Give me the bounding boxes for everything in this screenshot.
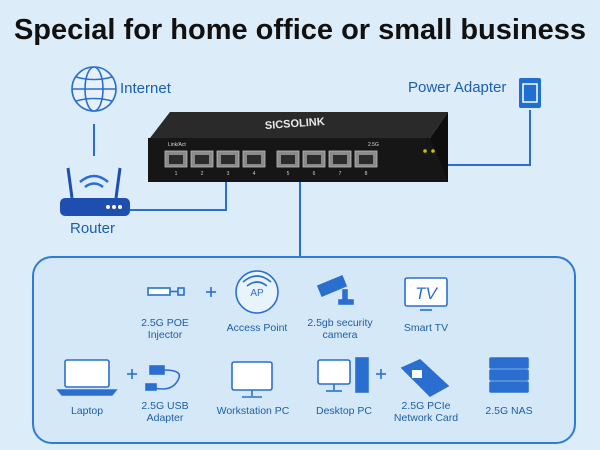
access-point-icon-text: AP (250, 288, 264, 299)
devices-panel (32, 256, 576, 444)
nas-icon (489, 357, 529, 393)
poe-injector-icon (147, 287, 185, 296)
smart-tv-icon (404, 277, 448, 311)
port-numbers: 1 2 3 4 5 6 7 8 (175, 171, 368, 177)
network-switch (148, 112, 448, 182)
workstation-pc-label: Workstation PC (216, 405, 290, 417)
access-point-icon (235, 270, 279, 314)
port-socket (169, 155, 183, 164)
workstation-pc-icon (231, 361, 273, 398)
port-number: 8 (365, 171, 368, 177)
pcie-card-label: 2.5G PCIe Network Card (393, 400, 459, 424)
poe-injector-label: 2.5G POE Injector (141, 317, 189, 341)
page-title: Special for home office or small busines… (13, 14, 587, 46)
internet-globe-icon (71, 66, 117, 112)
usb-adapter-label: 2.5G USB Adapter (141, 400, 189, 424)
switch-brand: SICSOLINK (264, 116, 325, 132)
plus-icon (376, 369, 386, 379)
switch-speed: 2.5G (368, 142, 379, 148)
status-led (423, 149, 427, 153)
power-line (446, 110, 531, 166)
connection-lines (93, 110, 531, 256)
port-socket (281, 155, 295, 164)
desktop-pc-label: Desktop PC (315, 405, 373, 417)
power-adapter-label: Power Adapter (408, 79, 507, 96)
port-number: 2 (201, 171, 204, 177)
port-socket (307, 155, 321, 164)
router-label: Router (70, 220, 116, 237)
router-switch-line (128, 176, 227, 211)
port-socket (247, 155, 261, 164)
port-socket (333, 155, 347, 164)
port-number: 3 (227, 171, 230, 177)
nas-label: 2.5G NAS (485, 405, 533, 417)
security-camera-icon (316, 274, 354, 305)
port-socket (195, 155, 209, 164)
security-camera-label: 2.5gb security camera (307, 317, 373, 341)
access-point-label: Access Point (226, 322, 288, 334)
smart-tv-icon-text: TV (415, 284, 438, 303)
laptop-label: Laptop (70, 405, 104, 417)
switch-ports (164, 150, 378, 168)
smart-tv-label: Smart TV (403, 322, 449, 334)
desktop-pc-icon (317, 357, 369, 393)
port-number: 7 (339, 171, 342, 177)
port-number: 6 (313, 171, 316, 177)
port-number: 5 (287, 171, 290, 177)
switch-top (150, 112, 448, 138)
laptop-icon (56, 359, 118, 396)
status-led (431, 149, 435, 153)
port-socket (359, 155, 373, 164)
internet-label: Internet (120, 80, 171, 97)
port-socket (221, 155, 235, 164)
port-header: Link/Act (168, 142, 186, 148)
port-number: 1 (175, 171, 178, 177)
power-adapter-icon (519, 78, 541, 108)
port-number: 4 (253, 171, 256, 177)
router-icon (60, 167, 130, 216)
plus-icon (127, 369, 137, 379)
usb-adapter-icon (145, 365, 181, 391)
pcie-card-icon (400, 359, 450, 397)
plus-icon (206, 287, 216, 297)
